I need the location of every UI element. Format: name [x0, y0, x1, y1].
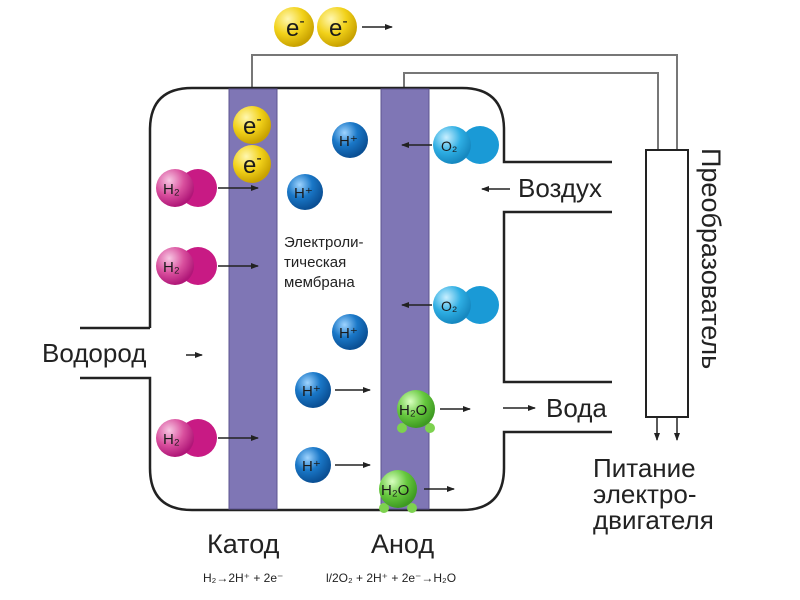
electron-particle — [233, 106, 271, 144]
electrons-cathode: e- e- — [233, 106, 271, 183]
svg-text:H₂: H₂ — [163, 181, 180, 198]
h-ion: H⁺ — [295, 447, 371, 483]
svg-text:H₂O: H₂O — [381, 482, 409, 499]
svg-text:H₂: H₂ — [163, 431, 180, 448]
membrane-label: Электроли- — [284, 234, 363, 251]
electron-pair-top: e- e- — [274, 7, 393, 47]
anode-reaction: l/2O₂ + 2H⁺ + 2e⁻→H₂O — [326, 571, 456, 585]
h2o-molecule: H₂O — [379, 470, 455, 513]
electron-wire — [251, 54, 678, 170]
water-molecules: H₂O H₂O — [379, 390, 471, 513]
cathode-label: Катод — [207, 529, 280, 559]
electron-particle — [317, 7, 357, 47]
electron-label: e- — [286, 13, 305, 42]
svg-text:O₂: O₂ — [441, 138, 457, 154]
svg-text:H⁺: H⁺ — [294, 185, 313, 202]
svg-text:H⁺: H⁺ — [339, 325, 358, 342]
o2-molecule: O₂ — [401, 286, 499, 324]
svg-text:H⁺: H⁺ — [302, 458, 321, 475]
svg-text:O₂: O₂ — [441, 298, 457, 314]
return-wire — [403, 72, 659, 160]
svg-text:H⁺: H⁺ — [302, 383, 321, 400]
h2-molecule: H₂ — [156, 247, 259, 285]
converter-label: Преобразователь — [696, 148, 726, 369]
air-inlet-label: Воздух — [518, 173, 602, 203]
h2o-molecule: H₂O — [397, 390, 471, 433]
motor-power-label: электро- — [593, 479, 696, 509]
cell-housing — [80, 86, 612, 512]
h-ion: H⁺ — [332, 122, 368, 158]
electron-label: e- — [243, 111, 262, 140]
oxygen-molecules: O₂ O₂ — [401, 126, 499, 324]
hydrogen-inlet-label: Водород — [42, 338, 146, 368]
h2-molecule: H₂ — [156, 169, 259, 207]
cathode-reaction: H₂→2H⁺ + 2e⁻ — [203, 571, 283, 585]
hydrogen-molecules: H₂ H₂ H₂ — [156, 169, 259, 457]
hydrogen-ions: H⁺ H⁺ H⁺ H⁺ H⁺ — [287, 122, 371, 483]
membrane-label: мембрана — [284, 274, 355, 291]
h-ion: H⁺ — [295, 372, 371, 408]
motor-power-label: Питание — [593, 453, 696, 483]
svg-text:H⁺: H⁺ — [339, 133, 358, 150]
h-ion: H⁺ — [332, 314, 368, 350]
membrane-label: тическая — [284, 254, 346, 271]
anode-electrode — [380, 88, 430, 510]
h2-molecule: H₂ — [156, 419, 259, 457]
electron-particle — [274, 7, 314, 47]
converter-box[interactable] — [645, 149, 689, 418]
anode-label: Анод — [371, 529, 434, 559]
motor-power-label: двигателя — [593, 505, 714, 535]
svg-text:H₂: H₂ — [163, 259, 180, 276]
electron-label: e- — [243, 150, 262, 179]
o2-molecule: O₂ — [401, 126, 499, 164]
electron-label: e- — [329, 13, 348, 42]
water-outlet-label: Вода — [546, 393, 607, 423]
electron-particle — [233, 145, 271, 183]
svg-text:H₂O: H₂O — [399, 402, 427, 419]
external-circuit — [251, 54, 682, 178]
h-ion: H⁺ — [287, 174, 323, 210]
